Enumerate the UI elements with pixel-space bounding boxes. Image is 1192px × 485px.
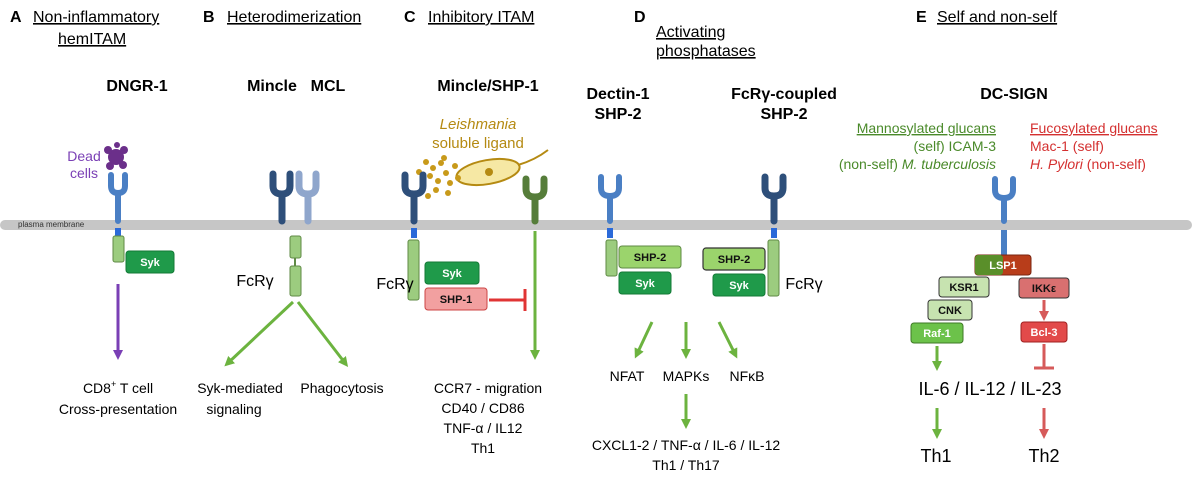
mannose-line-1: (self) ICAM-3 (914, 138, 997, 154)
cnk-label: CNK (938, 305, 962, 317)
panel-c-letter: C (404, 9, 416, 26)
outcome-a-line2: Cross-presentation (59, 401, 177, 417)
fucose-line-2: H. Pylori (non-self) (1030, 156, 1146, 172)
arrow-d-nfat (634, 321, 654, 359)
shp1-box (424, 287, 488, 311)
outcome-a-line1: CD8+ T cell (83, 379, 153, 396)
plasma-membrane (0, 220, 1192, 230)
fcr-coupled-receptor-icon (761, 173, 787, 238)
fcr-label-b: FcRγ (236, 273, 273, 290)
panel-a-title-1: Non-inflammatory (33, 9, 159, 26)
panel-b-letter: B (203, 9, 215, 26)
panel-e-letter: E (916, 9, 927, 26)
syk-label-a: Syk (140, 257, 160, 269)
dngr1-cyto-segment (112, 235, 125, 263)
pathway-nfat: NFAT (610, 368, 645, 384)
outcome-c-1: CCR7 - migration (434, 380, 542, 396)
ksr1-box (938, 276, 990, 298)
pathway-mapks: MAPKs (663, 368, 710, 384)
fcr-b-lower (289, 265, 302, 297)
syk-label-d-right: Syk (729, 280, 749, 292)
cytokines-e: IL-6 / IL-12 / IL-23 (918, 379, 1061, 399)
outcome-c-4: Th1 (471, 440, 495, 456)
shp2-label-d-right: SHP-2 (718, 254, 750, 266)
outcome-b-right: Phagocytosis (300, 380, 383, 396)
panel-a-letter: A (10, 9, 22, 26)
syk-label-d-left: Syk (635, 278, 655, 290)
outcome-b-left-1: Syk-mediated (197, 380, 283, 396)
fcr-label-d: FcRγ (785, 276, 822, 293)
panel-e-title: Self and non-self (937, 9, 1058, 26)
syk-box-d-right (712, 273, 766, 297)
fucose-line-1: Mac-1 (self) (1030, 138, 1104, 154)
shp2-box-d-right (702, 247, 766, 271)
shp1-label: SHP-1 (440, 294, 472, 306)
receptor-mincle-b: Mincle (247, 78, 297, 95)
leishmania-label-1: Leishmania (440, 116, 517, 133)
ksr1-label: KSR1 (949, 282, 978, 294)
mincle-receptor-c-icon (401, 171, 427, 238)
receptor-dc-sign: DC-SIGN (980, 86, 1048, 103)
dead-cell-icon (104, 142, 128, 170)
fucose-title: Fucosylated glucans (1030, 120, 1158, 136)
lsp1-label: LSP1 (989, 260, 1017, 272)
panel-d-title-2: phosphatases (656, 43, 756, 60)
receptor-fcr-coupled-shp2: SHP-2 (760, 106, 807, 123)
shp2-box-d-left (618, 245, 682, 269)
mannose-line-2: (non-self) M. tuberculosis (839, 156, 996, 172)
membrane-label: plasma membrane (18, 220, 85, 229)
arrow-d-nfkb (717, 321, 738, 359)
dectin1-cyto-segment (605, 239, 618, 277)
outcome-d-1: CXCL1-2 / TNF-α / IL-6 / IL-12 (592, 437, 781, 453)
receptor-mcl-b: MCL (311, 78, 346, 95)
receptor-dngr1: DNGR-1 (106, 78, 167, 95)
receptor-mincle-shp1: Mincle/SHP-1 (437, 78, 538, 95)
dectin1-receptor-icon (598, 174, 622, 238)
syk-box-c (424, 261, 480, 285)
syk-box-d-left (618, 271, 672, 295)
fcr-label-c: FcRγ (376, 276, 413, 293)
shp2-label-d-left: SHP-2 (634, 252, 666, 264)
receptor-fcr-coupled: FcRγ-coupled (731, 86, 837, 103)
bcl3-label: Bcl-3 (1031, 327, 1058, 339)
panel-d-title-1: Activating (656, 24, 725, 41)
outcome-d-2: Th1 / Th17 (652, 457, 720, 473)
dead-cells-label-1: Dead (67, 148, 100, 164)
bcl3-box (1020, 321, 1068, 343)
outcome-c-3: TNF-α / IL12 (444, 420, 523, 436)
green-receptor-c-icon (522, 175, 548, 225)
panel-c-title: Inhibitory ITAM (428, 9, 534, 26)
panel-a-title-2: hemITAM (58, 31, 126, 48)
ikke-label: IKKε (1032, 283, 1057, 295)
outcome-b-left-2: signaling (206, 401, 261, 417)
outcome-c-2: CD40 / CD86 (441, 400, 524, 416)
receptor-dectin1-shp2: SHP-2 (594, 106, 641, 123)
syk-label-c: Syk (442, 268, 462, 280)
receptor-dectin1: Dectin-1 (586, 86, 649, 103)
dead-cells-label-2: cells (70, 165, 98, 181)
fcr-d-segment (767, 239, 780, 297)
leishmania-label-2: soluble ligand (432, 135, 524, 152)
outcome-e-th1: Th1 (920, 446, 951, 466)
arrow-b-right (296, 301, 349, 367)
raf1-box (910, 322, 964, 344)
fcr-c-segment (407, 239, 420, 301)
arrow-b-left (224, 300, 295, 367)
pathway-nfkb: NFκB (730, 368, 765, 384)
fcr-b-upper (289, 235, 302, 259)
leishmania-parasite-icon (455, 149, 549, 187)
raf1-label: Raf-1 (923, 328, 951, 340)
syk-box-a (125, 250, 175, 274)
dngr1-receptor-icon (108, 172, 128, 236)
cnk-box (927, 299, 973, 321)
ikke-box (1018, 277, 1070, 299)
mannose-title: Mannosylated glucans (857, 120, 996, 136)
mincle-mcl-receptor-icon (269, 170, 320, 225)
outcome-e-th2: Th2 (1028, 446, 1059, 466)
dc-sign-receptor-icon (992, 176, 1016, 256)
panel-d-letter: D (634, 9, 646, 26)
panel-b-title: Heterodimerization (227, 9, 361, 26)
